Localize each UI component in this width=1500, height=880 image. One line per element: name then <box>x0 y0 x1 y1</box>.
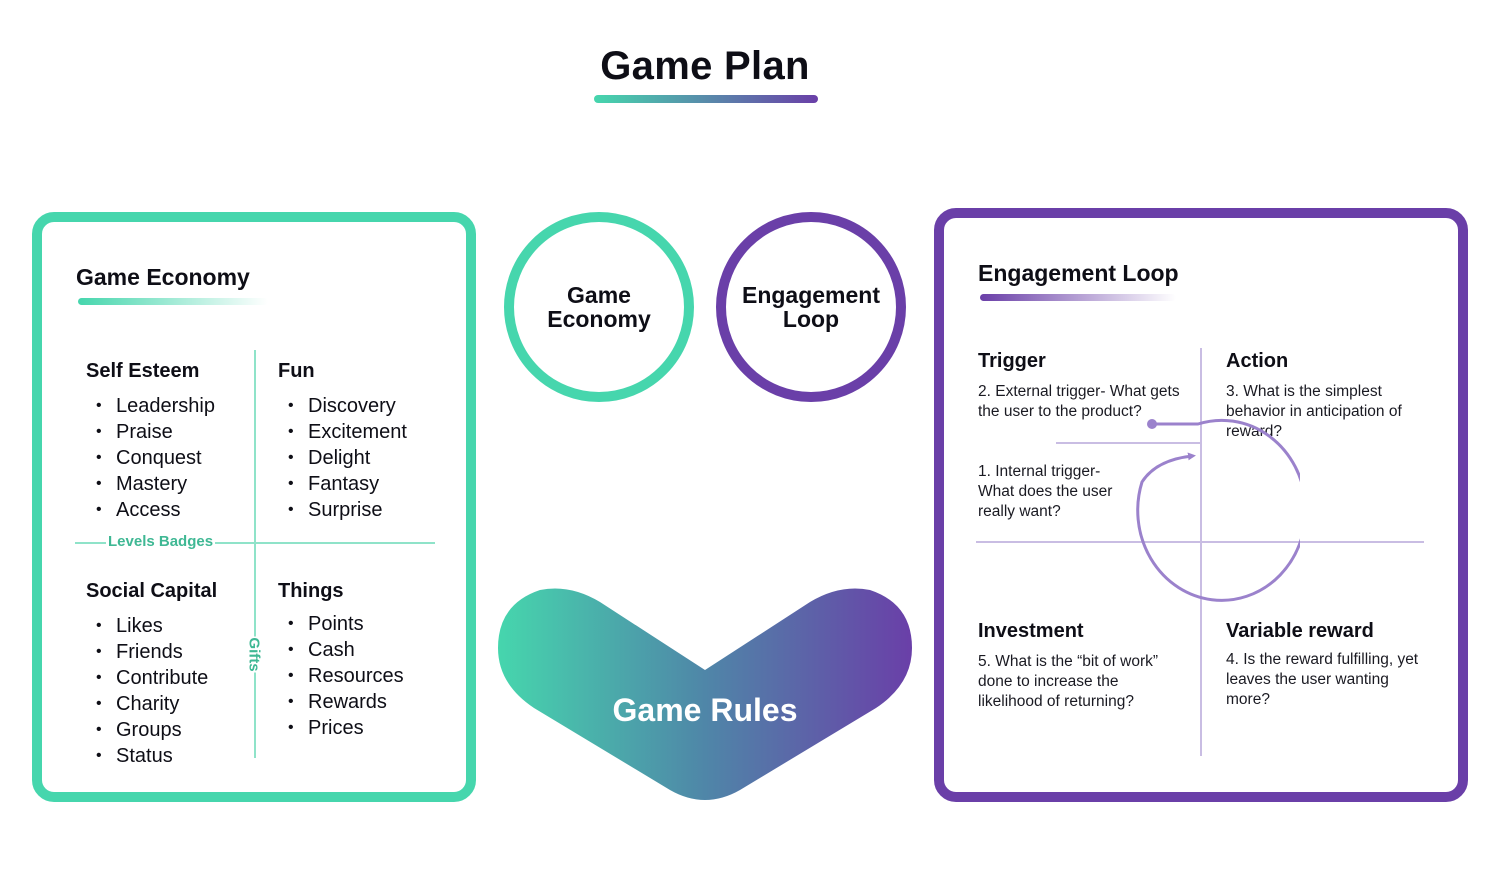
game-rules-label: Game Rules <box>612 692 798 728</box>
internal-trigger-text: 1. Internal trigger- What does the user … <box>978 463 1113 520</box>
investment-heading: Investment <box>978 620 1084 642</box>
quadrant-vertical-divider <box>254 350 256 758</box>
external-trigger-text: 2. External trigger- What gets the user … <box>978 383 1180 420</box>
fun-heading: Fun <box>278 360 315 382</box>
list-item: Fantasy <box>278 471 407 497</box>
social-capital-heading: Social Capital <box>86 580 218 602</box>
list-item: Conquest <box>86 445 215 471</box>
list-item: Delight <box>278 445 407 471</box>
variable-reward-text: 4. Is the reward fulfilling, yet leaves … <box>1226 651 1419 708</box>
levels-badges-label: Levels Badges <box>106 533 216 550</box>
engagement-loop-spiral <box>1136 418 1300 602</box>
variable-reward-heading: Variable reward <box>1226 620 1374 642</box>
list-item: Mastery <box>86 471 215 497</box>
list-item: Discovery <box>278 393 407 419</box>
quadrant-horizontal-divider <box>75 542 435 544</box>
game-economy-circle: Game Economy <box>504 212 694 402</box>
list-item: Status <box>86 743 208 769</box>
engagement-loop-card-title: Engagement Loop <box>978 260 1179 286</box>
game-economy-card-title: Game Economy <box>76 264 250 290</box>
list-item: Leadership <box>86 393 215 419</box>
investment-text: 5. What is the “bit of work” done to inc… <box>978 653 1159 710</box>
list-item: Cash <box>278 637 404 663</box>
title-underline <box>594 95 818 103</box>
self-esteem-list: Leadership Praise Conquest Mastery Acces… <box>86 393 215 523</box>
social-capital-list: Likes Friends Contribute Charity Groups … <box>86 613 208 769</box>
list-item: Access <box>86 497 215 523</box>
list-item: Contribute <box>86 665 208 691</box>
loop-horizontal-divider <box>976 541 1424 543</box>
list-item: Excitement <box>278 419 407 445</box>
list-item: Prices <box>278 715 404 741</box>
list-item: Resources <box>278 663 404 689</box>
game-economy-card: Game Economy Levels Badges Gifts Self Es… <box>32 212 476 802</box>
engagement-loop-circle: Engagement Loop <box>716 212 906 402</box>
list-item: Friends <box>86 639 208 665</box>
self-esteem-heading: Self Esteem <box>86 360 200 382</box>
engagement-loop-circle-label: Engagement Loop <box>741 282 881 332</box>
page-title: Game Plan <box>600 44 810 88</box>
list-item: Charity <box>86 691 208 717</box>
list-item: Points <box>278 611 404 637</box>
list-item: Groups <box>86 717 208 743</box>
list-item: Likes <box>86 613 208 639</box>
action-heading: Action <box>1226 350 1289 372</box>
game-economy-circle-label: Game Economy <box>547 282 651 332</box>
loop-vertical-divider <box>1200 348 1202 756</box>
things-list: Points Cash Resources Rewards Prices <box>278 611 404 741</box>
list-item: Rewards <box>278 689 404 715</box>
engagement-loop-card: Engagement Loop Trigger 2. External trig… <box>934 208 1468 802</box>
game-rules-chevron <box>498 588 912 800</box>
trigger-divider <box>1056 442 1201 444</box>
action-text: 3. What is the simplest behavior in anti… <box>1226 383 1402 440</box>
list-item: Praise <box>86 419 215 445</box>
things-heading: Things <box>278 580 344 602</box>
list-item: Surprise <box>278 497 407 523</box>
engagement-loop-underline <box>980 294 1176 301</box>
game-economy-underline <box>78 298 268 305</box>
trigger-heading: Trigger <box>978 350 1046 372</box>
gifts-label: Gifts <box>243 636 265 673</box>
fun-list: Discovery Excitement Delight Fantasy Sur… <box>278 393 407 523</box>
